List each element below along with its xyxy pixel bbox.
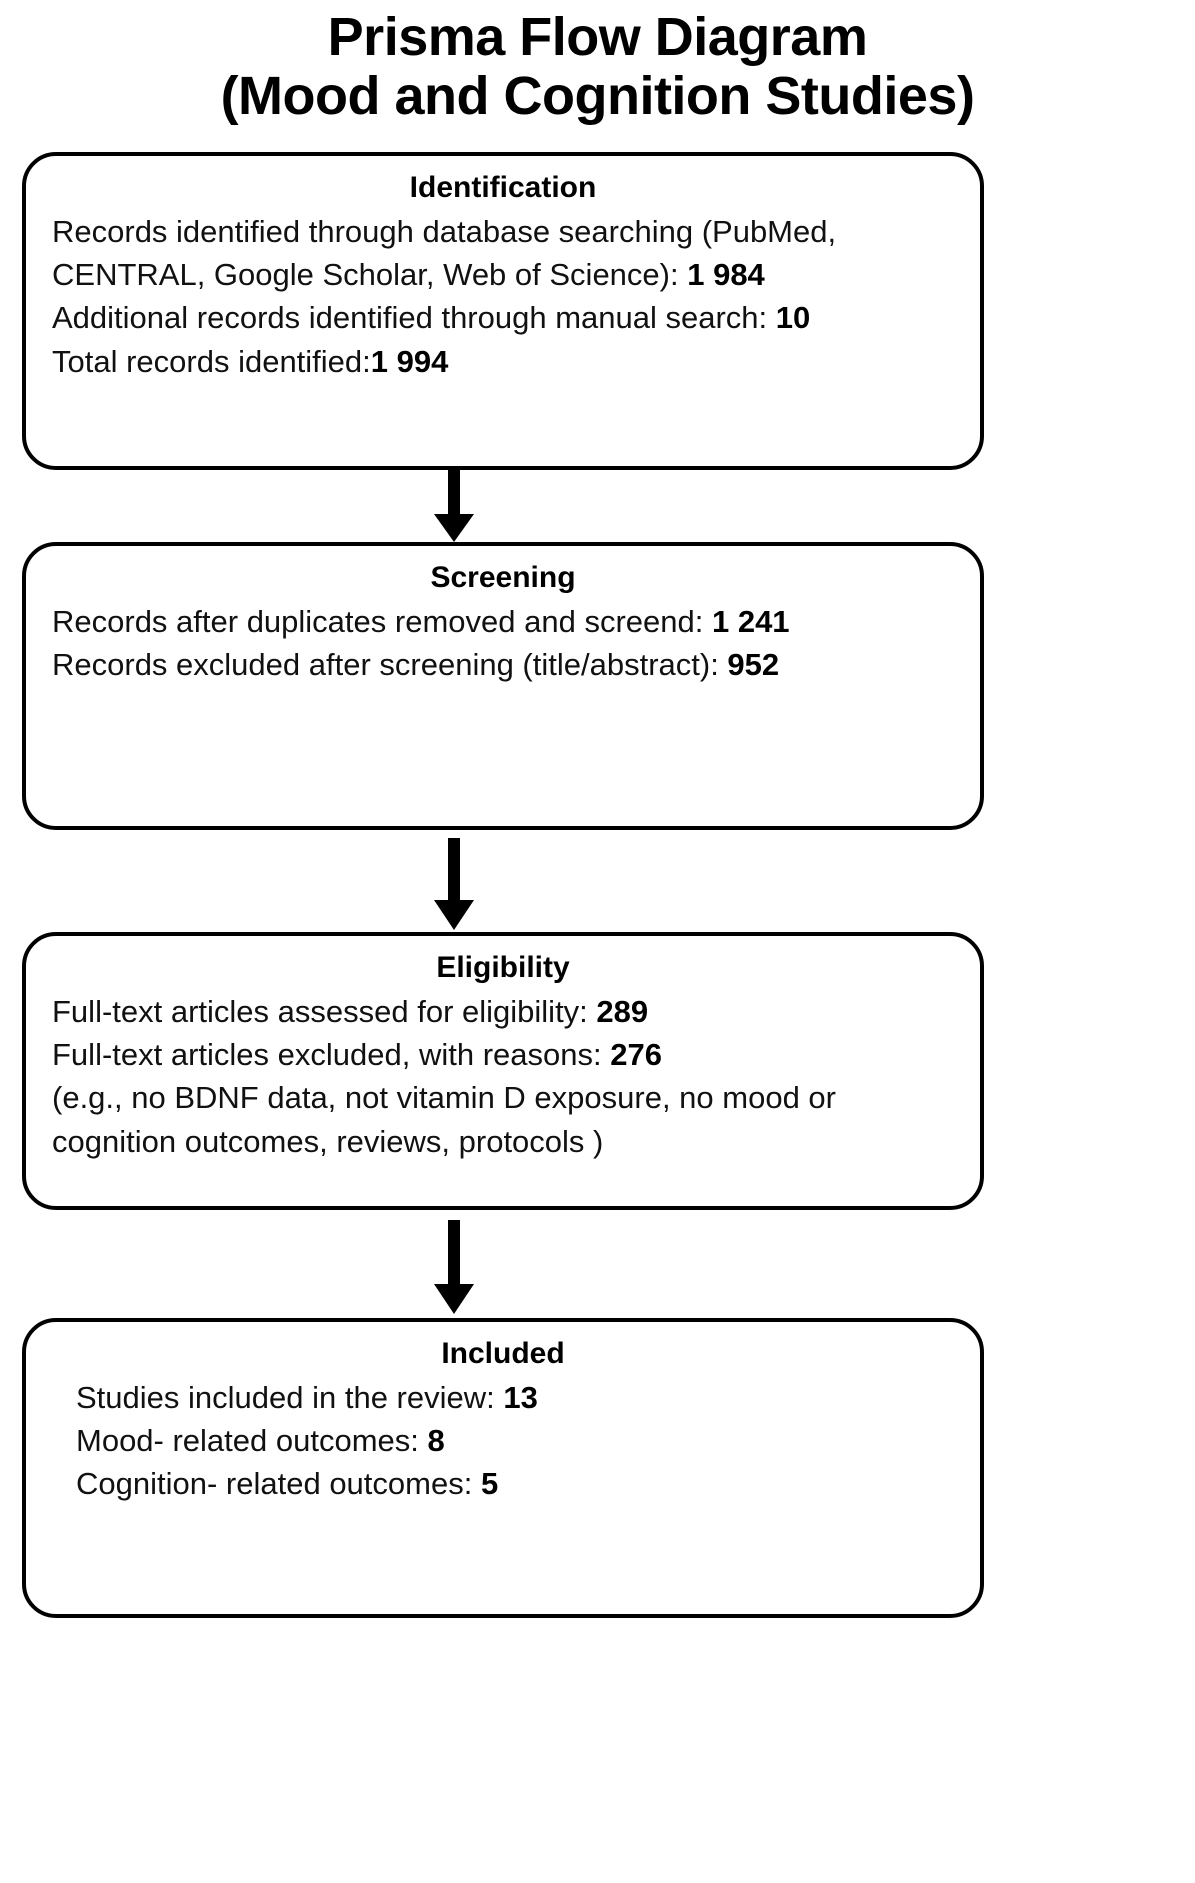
stage-box-screening: Screening Records after duplicates remov… (22, 542, 984, 830)
down-arrow-icon (434, 1220, 474, 1314)
line-text: Records after duplicates removed and scr… (52, 603, 712, 639)
stage-line: Records after duplicates removed and scr… (52, 600, 958, 643)
stage-box-eligibility: Eligibility Full-text articles assessed … (22, 932, 984, 1210)
stage-box-identification: Identification Records identified throug… (22, 152, 984, 470)
stage-line: Total records identified:1 994 (52, 340, 958, 383)
stage-heading-eligibility: Eligibility (436, 951, 570, 984)
stage-body-eligibility: Full-text articles assessed for eligibil… (48, 990, 958, 1164)
line-value: 289 (596, 993, 649, 1029)
line-text: Studies included in the review: (76, 1379, 504, 1415)
stage-line: Additional records identified through ma… (52, 296, 958, 339)
line-value: 1 984 (687, 256, 765, 292)
line-value: 8 (427, 1422, 445, 1458)
stage-box-included: Included Studies included in the review:… (22, 1318, 984, 1618)
line-text: Records excluded after screening (title/… (52, 646, 728, 682)
line-text: Full-text articles excluded, with reason… (52, 1036, 611, 1072)
line-text: Cognition- related outcomes: (76, 1466, 481, 1502)
line-text: Total records identified: (52, 343, 371, 379)
line-value: 10 (775, 300, 811, 336)
stage-line: (e.g., no BDNF data, not vitamin D expos… (52, 1076, 958, 1163)
line-value: 5 (480, 1466, 499, 1502)
stage-line: Records excluded after screening (title/… (52, 643, 958, 686)
stage-line: Mood- related outcomes: 8 (76, 1419, 958, 1462)
line-text: Full-text articles assessed for eligibil… (52, 993, 597, 1029)
line-value: 276 (610, 1036, 662, 1072)
title-line-2: (Mood and Cognition Studies) (220, 66, 975, 127)
line-value: 1 994 (370, 343, 449, 379)
down-arrow-icon (434, 838, 474, 930)
stage-heading-included: Included (441, 1337, 565, 1370)
arrow-identification-to-screening (424, 470, 484, 542)
arrow-eligibility-to-included (424, 1210, 484, 1318)
line-value: 13 (503, 1379, 538, 1415)
stage-body-screening: Records after duplicates removed and scr… (48, 600, 958, 687)
line-text: Records identified through database sear… (52, 213, 837, 292)
stage-line: Studies included in the review: 13 (76, 1376, 958, 1419)
stage-line: Full-text articles assessed for eligibil… (52, 990, 958, 1033)
stage-line: Records identified through database sear… (52, 210, 958, 297)
line-text: Additional records identified through ma… (52, 300, 776, 336)
line-text: Mood- related outcomes: (76, 1422, 428, 1458)
down-arrow-icon (434, 470, 474, 542)
line-value: 952 (727, 646, 780, 682)
stage-heading-identification: Identification (409, 171, 597, 204)
title-line-1: Prisma Flow Diagram (327, 7, 868, 67)
stage-body-identification: Records identified through database sear… (48, 210, 958, 384)
line-value: 1 241 (711, 603, 790, 639)
diagram-title: Prisma Flow Diagram (Mood and Cognition … (0, 7, 1195, 127)
stage-line: Cognition- related outcomes: 5 (76, 1462, 958, 1505)
arrow-screening-to-eligibility (424, 830, 484, 932)
line-text: (e.g., no BDNF data, not vitamin D expos… (52, 1080, 836, 1159)
stage-heading-screening: Screening (430, 561, 576, 594)
stage-body-included: Studies included in the review: 13 Mood-… (48, 1376, 958, 1506)
stage-line: Full-text articles excluded, with reason… (52, 1033, 958, 1076)
